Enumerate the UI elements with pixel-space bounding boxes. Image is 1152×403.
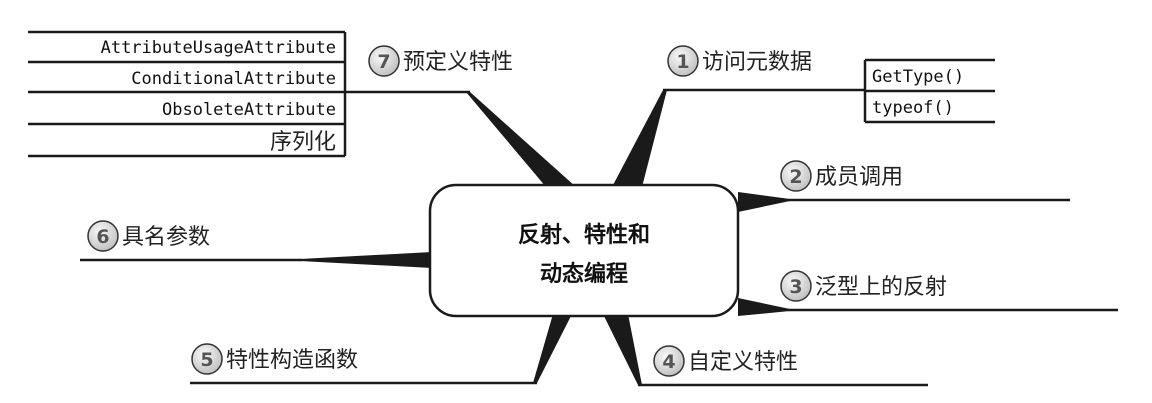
svg-text:4: 4: [662, 351, 675, 373]
svg-text:7: 7: [377, 51, 390, 73]
branch-2-wedge: [738, 192, 790, 212]
branch-1-children: [863, 58, 995, 124]
child-typeof[interactable]: typeof(): [872, 98, 954, 118]
child-conditional[interactable]: ConditionalAttribute: [131, 69, 336, 89]
svg-text:3: 3: [789, 276, 802, 298]
branch-6-wedge: [300, 252, 432, 268]
number-badge-icon: [780, 270, 812, 302]
svg-text:成员调用: 成员调用: [815, 165, 903, 190]
branch-7-children: [28, 30, 347, 158]
branch-4-label[interactable]: 4 自定义特性: [653, 345, 798, 377]
number-badge-icon: [667, 45, 699, 77]
svg-text:访问元数据: 访问元数据: [702, 50, 812, 75]
branch-7-wedge: [466, 92, 576, 187]
svg-text:5: 5: [200, 349, 213, 371]
branch-4-wedge: [603, 314, 642, 385]
branch-5-wedge: [533, 314, 572, 383]
number-badge-icon: [191, 343, 223, 375]
child-obsolete[interactable]: ObsoleteAttribute: [162, 100, 336, 120]
svg-text:1: 1: [676, 51, 689, 73]
branch-3-label[interactable]: 3 泛型上的反射: [780, 270, 947, 302]
child-serialization[interactable]: 序列化: [270, 130, 336, 155]
number-badge-icon: [87, 220, 119, 252]
branch-5-label[interactable]: 5 特性构造函数: [191, 343, 358, 375]
svg-text:具名参数: 具名参数: [122, 225, 210, 250]
child-gettype[interactable]: GetType(): [872, 67, 964, 87]
center-node[interactable]: 反射、特性和 动态编程: [428, 183, 740, 318]
center-title-line1: 反射、特性和: [518, 222, 650, 248]
number-badge-icon: [780, 160, 812, 192]
svg-text:6: 6: [96, 226, 109, 248]
svg-text:预定义特性: 预定义特性: [403, 50, 513, 75]
branch-3-wedge: [738, 298, 790, 316]
svg-text:自定义特性: 自定义特性: [688, 350, 798, 375]
branch-6-label[interactable]: 6 具名参数: [87, 220, 210, 252]
number-badge-icon: [653, 345, 685, 377]
svg-text:2: 2: [789, 166, 802, 188]
branch-1-wedge: [612, 90, 667, 187]
center-title-line2: 动态编程: [540, 261, 628, 287]
svg-text:特性构造函数: 特性构造函数: [226, 348, 358, 373]
number-badge-icon: [368, 45, 400, 77]
branch-1-label[interactable]: 1 访问元数据: [667, 45, 812, 77]
svg-text:泛型上的反射: 泛型上的反射: [815, 275, 947, 300]
branch-7-label[interactable]: 7 预定义特性: [368, 45, 513, 77]
branch-2-label[interactable]: 2 成员调用: [780, 160, 903, 192]
child-attribute-usage[interactable]: AttributeUsageAttribute: [101, 38, 336, 58]
